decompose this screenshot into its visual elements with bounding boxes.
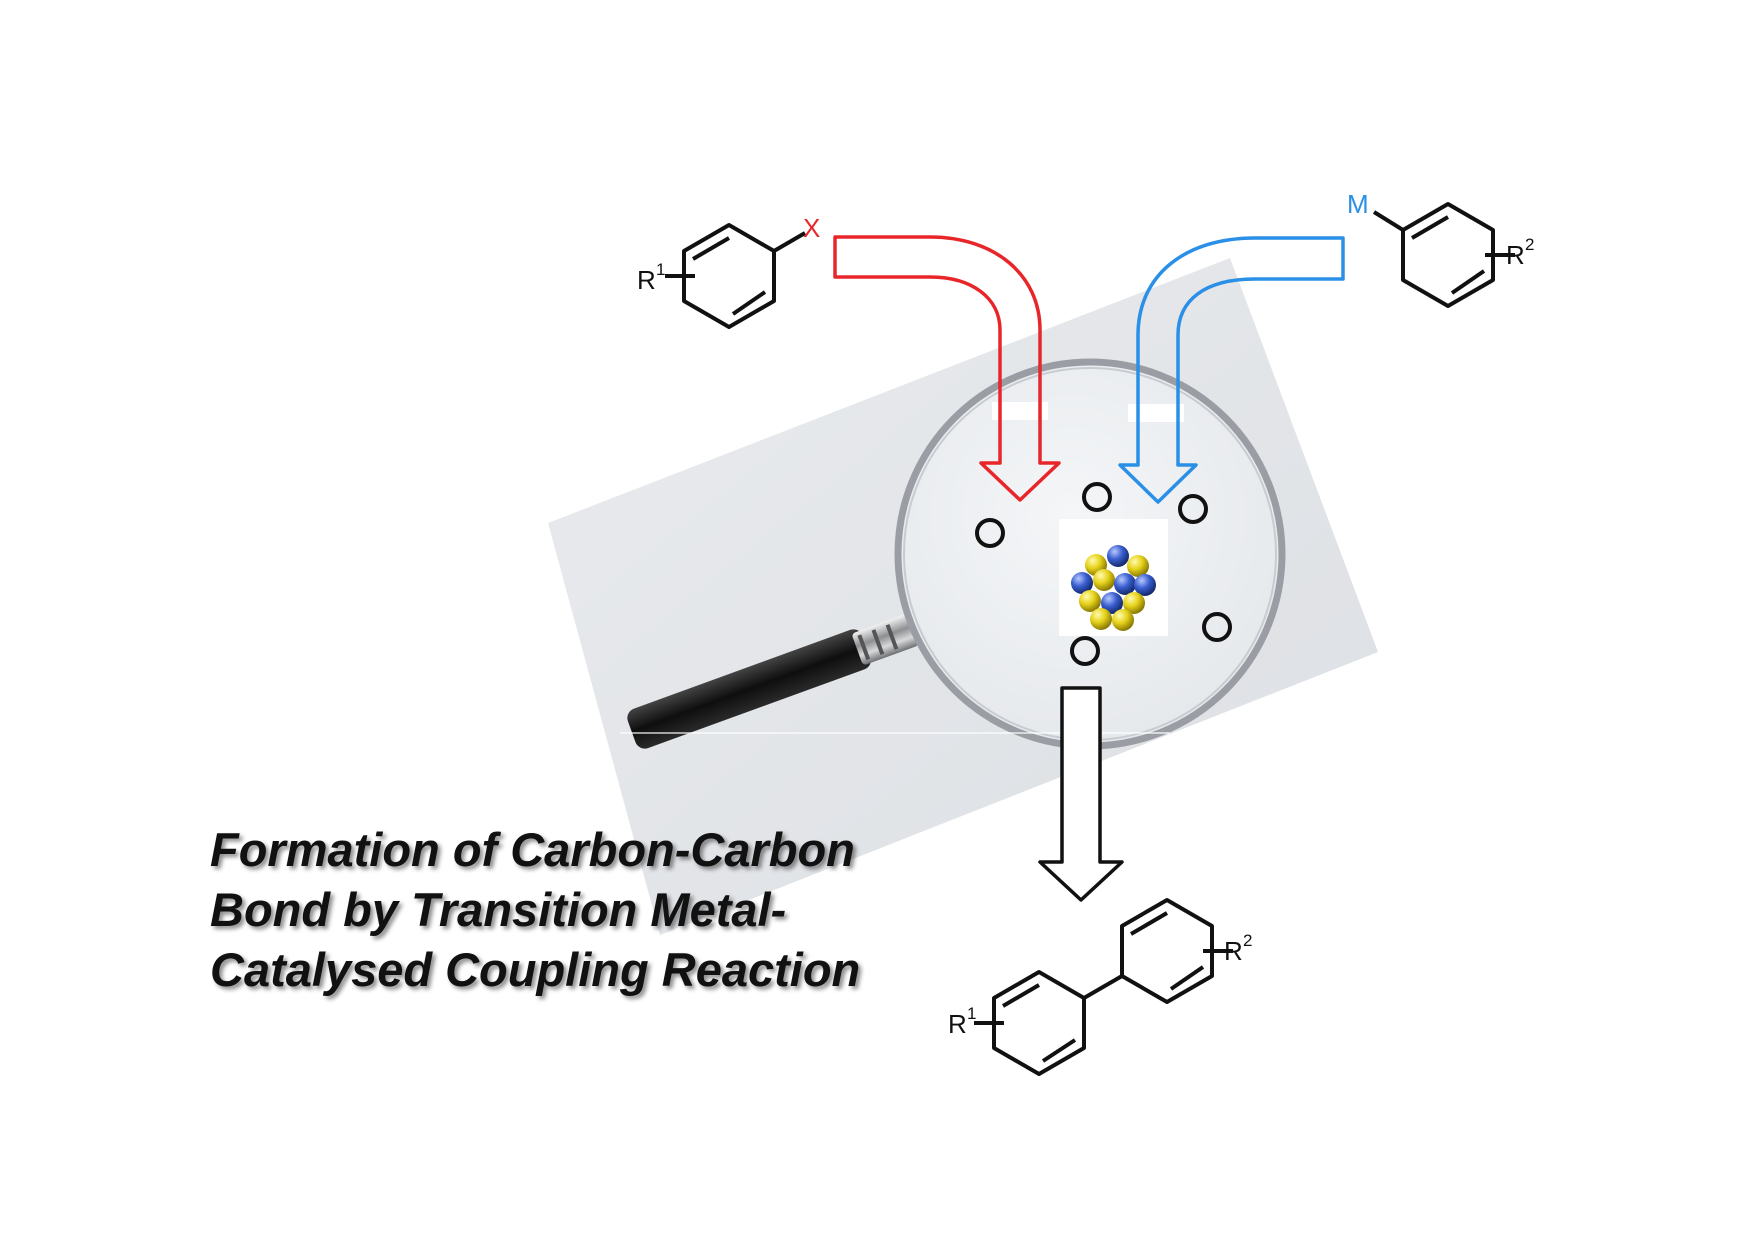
ligand-circle (1202, 612, 1232, 642)
halide-arrow (833, 235, 1061, 502)
ligand-circle (975, 518, 1005, 548)
product-r2-superscript: 2 (1243, 931, 1252, 950)
title-line: Catalysed Coupling Reaction (210, 943, 861, 996)
r1-label: R (637, 265, 656, 295)
lens-patch (992, 402, 1048, 420)
organometallic-arrow (1118, 236, 1345, 504)
product-r1-label: R (948, 1009, 967, 1039)
ligand-circle (1082, 482, 1112, 512)
scheme-title: Formation of Carbon-Carbon Bond by Trans… (210, 820, 970, 1000)
ligand-circles (975, 482, 1232, 666)
ligand-circle (1070, 636, 1100, 666)
r1-superscript: 1 (656, 260, 665, 279)
metal-cluster-icon (1059, 519, 1168, 636)
lens-patch (1128, 404, 1184, 422)
product-r1-superscript: 1 (967, 1004, 976, 1023)
title-line: Formation of Carbon-Carbon (210, 823, 855, 876)
leaving-group-label: X (803, 213, 820, 243)
r2-superscript: 2 (1525, 235, 1534, 254)
biaryl-product (974, 898, 1233, 1076)
r2-label: R (1506, 240, 1525, 270)
aryl-organometallic (1372, 202, 1515, 308)
aryl-halide (665, 223, 807, 329)
product-arrow (1038, 686, 1124, 902)
product-r2-label: R (1224, 936, 1243, 966)
metal-label: M (1347, 189, 1369, 219)
ligand-circle (1178, 494, 1208, 524)
title-line: Bond by Transition Metal- (210, 883, 787, 936)
